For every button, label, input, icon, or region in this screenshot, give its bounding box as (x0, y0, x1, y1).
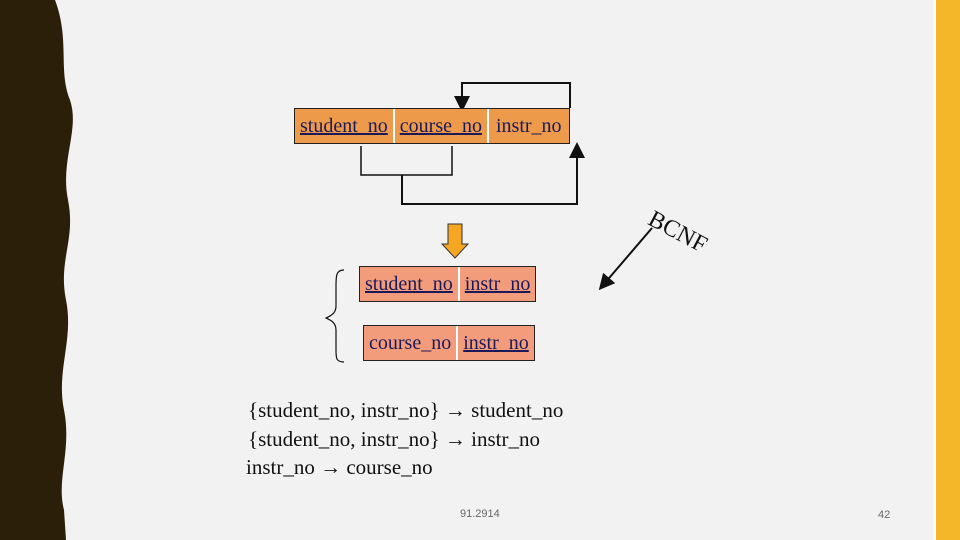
top-dependency-arrow (454, 82, 571, 112)
attr-student-no: student_no (365, 272, 453, 295)
dependency-3: instr_no → course_no (246, 455, 433, 479)
attr-instr-no: instr_no (456, 326, 534, 360)
footer-date: 91.2914 (460, 508, 500, 520)
attr-instr-no: instr_no (486, 109, 569, 143)
bcnf-arrow (598, 227, 653, 291)
dependency-1: {student_no, instr_no} → student_no (248, 398, 564, 422)
relation-student-instr: student_no instr_no (359, 266, 537, 302)
right-accent-bar (936, 0, 960, 540)
left-brace (324, 269, 345, 363)
attr-course-no: course_no (392, 109, 487, 143)
lower-bracket (360, 146, 453, 176)
lower-dependency-arrow (401, 142, 585, 205)
attr-course-no: course_no (369, 331, 452, 354)
attr-student-no: student_no (300, 114, 388, 137)
attr-instr-no: instr_no (457, 267, 536, 301)
left-decorative-band (0, 0, 73, 540)
page-number: 42 (878, 509, 891, 521)
decomposition-down-arrow (440, 223, 470, 259)
right-divider (934, 0, 936, 540)
relation-course-instr: course_no instr_no (363, 325, 535, 361)
dependency-2: {student_no, instr_no} → instr_no (248, 427, 540, 451)
top-relation-table: student_no course_no instr_no (294, 108, 570, 144)
